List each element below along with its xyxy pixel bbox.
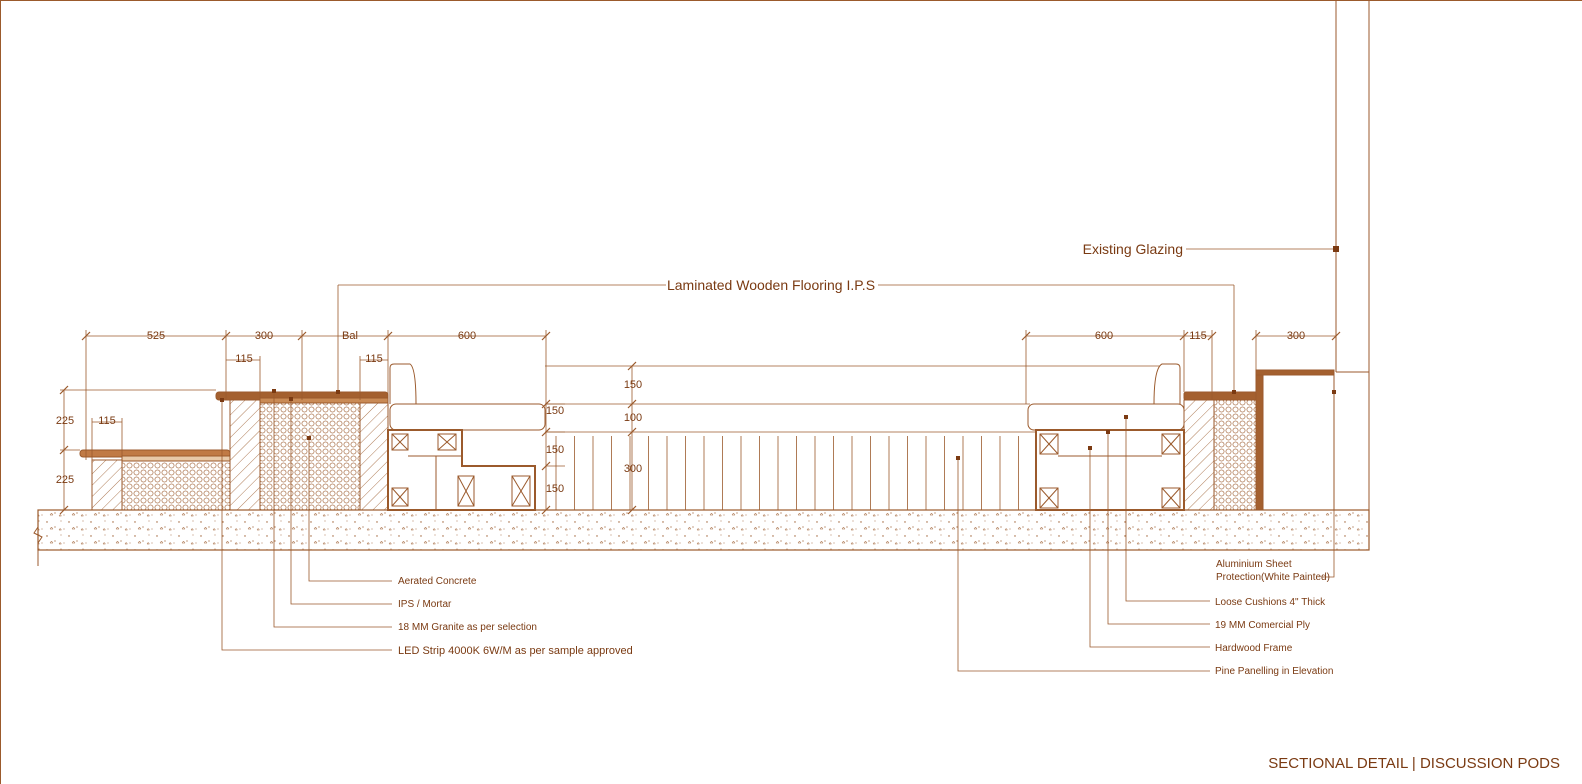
- label-hardwood-frame: Hardwood Frame: [1215, 643, 1293, 654]
- pine-panelling: [545, 365, 1180, 510]
- label-aluminium-line1: Aluminium Sheet: [1216, 559, 1292, 570]
- dim-100: 100: [624, 412, 642, 424]
- dim-150-a: 150: [624, 379, 642, 391]
- left-bench: [79, 391, 389, 511]
- right-bench: [1183, 369, 1335, 511]
- dim-115-c: 115: [98, 415, 116, 427]
- dim-300-left: 300: [255, 330, 273, 342]
- dim-225-bottom: 225: [56, 474, 74, 486]
- dim-300-mid: 300: [624, 463, 642, 475]
- dim-150-d: 150: [546, 483, 564, 495]
- dim-115-a: 115: [235, 353, 253, 365]
- label-pine-panelling: Pine Panelling in Elevation: [1215, 666, 1333, 677]
- label-aluminium-line2: Protection(White Painted): [1216, 572, 1330, 583]
- right-seat: [1027, 363, 1185, 511]
- dimension-texts: 525 300 Bal 600 600 115 300 115 115 115 …: [56, 330, 1305, 495]
- dim-600-right: 600: [1095, 330, 1113, 342]
- dim-bal: Bal: [342, 330, 358, 342]
- label-granite: 18 MM Granite as per selection: [398, 622, 537, 633]
- label-commercial-ply: 19 MM Comercial Ply: [1215, 620, 1310, 631]
- dimension-lines: [59, 330, 1341, 515]
- leader-lines: [221, 248, 1336, 672]
- drawing-title: SECTIONAL DETAIL | DISCUSSION PODS: [1268, 755, 1560, 772]
- dim-225-top: 225: [56, 415, 74, 427]
- label-existing-glazing: Existing Glazing: [1083, 241, 1183, 257]
- label-loose-cushions: Loose Cushions 4" Thick: [1215, 597, 1326, 608]
- dim-150-c: 150: [546, 444, 564, 456]
- dim-115-right: 115: [1189, 330, 1207, 342]
- dim-115-b: 115: [365, 353, 383, 365]
- floor-slab: [33, 509, 1370, 566]
- left-seat: [387, 363, 546, 511]
- dim-300-right: 300: [1287, 330, 1305, 342]
- dim-525: 525: [147, 330, 165, 342]
- dim-150-b: 150: [546, 405, 564, 417]
- annotation-texts: Existing Glazing Laminated Wooden Floori…: [398, 241, 1560, 772]
- glazing-lines: [1335, 0, 1370, 512]
- dim-600-left: 600: [458, 330, 476, 342]
- label-aerated-concrete: Aerated Concrete: [398, 576, 477, 587]
- leader-dots: [220, 246, 1339, 460]
- label-ips-mortar: IPS / Mortar: [398, 599, 452, 610]
- label-laminated-flooring: Laminated Wooden Flooring I.P.S: [667, 277, 875, 293]
- label-led-strip: LED Strip 4000K 6W/M as per sample appro…: [398, 645, 633, 657]
